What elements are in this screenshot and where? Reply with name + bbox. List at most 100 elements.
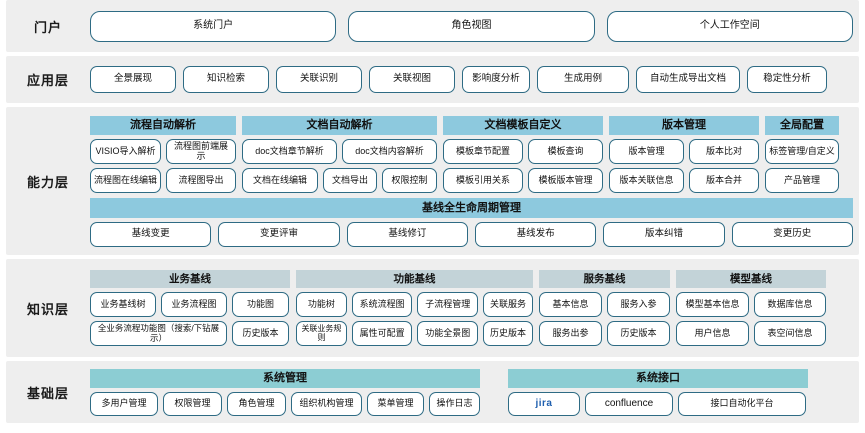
know-item-function-tree[interactable]: 功能树 (296, 292, 347, 317)
know-item-related-business-rule[interactable]: 关联业务规则 (296, 321, 347, 346)
group-header-global-config: 全局配置 (765, 115, 839, 135)
portal-item-2[interactable]: 个人工作空间 (606, 10, 853, 42)
layer-label-application: 应用层 (26, 73, 69, 88)
knowledge-groups: 业务基线 业务基线树 业务流程图 功能图 全业务流程功能图（搜索/下钻展示） 历… (90, 266, 859, 350)
know-item-system-flow-chart[interactable]: 系统流程图 (351, 292, 413, 317)
capability-group-process-parse: 流程自动解析 VISIO导入解析 流程图前端展示 流程图在线编辑 流程图导出 (90, 115, 236, 193)
infra-item-jira[interactable]: jira (508, 391, 580, 416)
infra-group-system-management: 系统管理 多用户管理 权限管理 角色管理 组织机构管理 菜单管理 操作日志 (90, 368, 480, 416)
knowledge-group-model-baseline: 模型基线 模型基本信息 数据库信息 用户信息 表空间信息 (676, 270, 826, 346)
layer-application: 应用层 全景展现 知识检索 关联识别 关联视图 影响度分析 生成用例 自动生成导… (6, 56, 859, 103)
infra-item-confluence[interactable]: confluence (585, 391, 673, 416)
lifecycle-item-2[interactable]: 基线修订 (346, 221, 468, 247)
know-item-tablespace-info[interactable]: 表空间信息 (754, 321, 826, 346)
cap-item-product-mgmt[interactable]: 产品管理 (765, 167, 839, 193)
layer-portal: 门户 系统门户 角色视图 个人工作空间 (6, 0, 859, 52)
app-item-2[interactable]: 关联识别 (276, 66, 362, 93)
app-item-0[interactable]: 全景展现 (90, 66, 176, 93)
group-header-service-baseline: 服务基线 (539, 270, 670, 288)
know-item-full-business-flow-function-chart[interactable]: 全业务流程功能图（搜索/下钻展示） (90, 321, 227, 346)
know-item-service-input-param[interactable]: 服务入参 (607, 292, 670, 317)
knowledge-group-business-baseline: 业务基线 业务基线树 业务流程图 功能图 全业务流程功能图（搜索/下钻展示） 历… (90, 270, 290, 346)
know-item-function-panorama[interactable]: 功能全景图 (417, 321, 479, 346)
lifecycle-item-3[interactable]: 基线发布 (474, 221, 597, 247)
cap-item-version-mgmt[interactable]: 版本管理 (609, 138, 684, 164)
baseline-lifecycle-block: 基线全生命周期管理 基线变更 变更评审 基线修订 基线发布 版本纠错 变更历史 (90, 197, 853, 247)
know-item-business-baseline-tree[interactable]: 业务基线树 (90, 292, 156, 317)
cap-item-template-version-mgmt[interactable]: 模板版本管理 (528, 167, 603, 193)
layer-label-infrastructure: 基础层 (26, 385, 69, 401)
infra-item-org-structure-mgmt[interactable]: 组织机构管理 (291, 391, 362, 416)
know-item-history-version-business[interactable]: 历史版本 (232, 321, 289, 346)
know-item-attribute-configurable[interactable]: 属性可配置 (351, 321, 413, 346)
cap-item-version-merge[interactable]: 版本合并 (689, 167, 759, 193)
cap-item-permission-control[interactable]: 权限控制 (382, 167, 437, 193)
cap-item-version-relation[interactable]: 版本关联信息 (609, 167, 684, 193)
portal-item-0[interactable]: 系统门户 (90, 10, 337, 42)
infra-item-permission-mgmt[interactable]: 权限管理 (163, 391, 222, 416)
know-item-service-basic-info[interactable]: 基本信息 (539, 292, 602, 317)
cap-item-template-reference[interactable]: 模板引用关系 (443, 167, 523, 193)
cap-item-doc-export[interactable]: 文档导出 (323, 167, 377, 193)
know-item-related-service[interactable]: 关联服务 (483, 292, 533, 317)
know-item-function-chart[interactable]: 功能图 (232, 292, 289, 317)
group-header-doc-parse: 文档自动解析 (242, 115, 437, 135)
portal-items: 系统门户 角色视图 个人工作空间 (90, 7, 859, 46)
know-item-history-version-service[interactable]: 历史版本 (607, 321, 670, 346)
layer-infrastructure: 基础层 系统管理 多用户管理 权限管理 角色管理 组织机构管理 菜单管理 操作日… (6, 361, 859, 423)
cap-item-template-query[interactable]: 模板查询 (528, 138, 603, 164)
layer-label-knowledge: 知识层 (26, 301, 69, 317)
cap-item-doc-online-edit[interactable]: 文档在线编辑 (242, 167, 318, 193)
lifecycle-item-1[interactable]: 变更评审 (218, 221, 340, 247)
infra-item-menu-mgmt[interactable]: 菜单管理 (367, 391, 424, 416)
know-item-model-basic-info[interactable]: 模型基本信息 (676, 292, 749, 317)
knowledge-group-function-baseline: 功能基线 功能树 系统流程图 子流程管理 关联服务 关联业务规则 属性可配置 功… (296, 270, 533, 346)
group-header-model-baseline: 模型基线 (676, 270, 826, 288)
group-header-doc-template: 文档模板自定义 (443, 115, 603, 135)
layer-label-portal: 门户 (33, 19, 62, 35)
cap-item-visio-import[interactable]: VISIO导入解析 (90, 138, 161, 164)
app-item-6[interactable]: 自动生成导出文档 (636, 66, 740, 93)
cap-item-template-chapter-config[interactable]: 模板章节配置 (443, 138, 523, 164)
infra-group-system-interface: 系统接口 jira confluence 接口自动化平台 (508, 368, 808, 416)
cap-item-doc-chapter-parse[interactable]: doc文档章节解析 (242, 138, 337, 164)
app-item-5[interactable]: 生成用例 (537, 66, 629, 93)
cap-item-flow-export[interactable]: 流程图导出 (166, 167, 236, 193)
cap-item-version-compare[interactable]: 版本比对 (689, 138, 759, 164)
group-header-business-baseline: 业务基线 (90, 270, 290, 288)
infra-item-multi-user-mgmt[interactable]: 多用户管理 (90, 391, 158, 416)
cap-item-doc-content-parse[interactable]: doc文档内容解析 (342, 138, 437, 164)
know-item-database-info[interactable]: 数据库信息 (754, 292, 826, 317)
app-item-7[interactable]: 稳定性分析 (747, 66, 827, 93)
know-item-service-output-param[interactable]: 服务出参 (539, 321, 602, 346)
lifecycle-item-5[interactable]: 变更历史 (731, 221, 853, 247)
capability-group-version: 版本管理 版本管理 版本比对 版本关联信息 版本合并 (609, 115, 759, 193)
capability-groups: 流程自动解析 VISIO导入解析 流程图前端展示 流程图在线编辑 流程图导出 (90, 115, 853, 193)
know-item-business-flow-chart[interactable]: 业务流程图 (161, 292, 227, 317)
cap-item-flow-frontend-display[interactable]: 流程图前端展示 (166, 138, 236, 164)
infra-item-interface-automation-platform[interactable]: 接口自动化平台 (678, 391, 806, 416)
lifecycle-item-0[interactable]: 基线变更 (90, 221, 212, 247)
capability-group-global-config: 全局配置 标签管理/自定义 产品管理 (765, 115, 839, 193)
app-item-1[interactable]: 知识检索 (183, 66, 269, 93)
layer-knowledge: 知识层 业务基线 业务基线树 业务流程图 功能图 全业务流程功能图（搜索/下钻展… (6, 259, 859, 357)
layer-label-capability: 能力层 (26, 174, 69, 190)
infra-item-role-mgmt[interactable]: 角色管理 (227, 391, 286, 416)
portal-item-1[interactable]: 角色视图 (348, 10, 595, 42)
group-header-version: 版本管理 (609, 115, 759, 135)
lifecycle-item-4[interactable]: 版本纠错 (603, 221, 725, 247)
infrastructure-groups: 系统管理 多用户管理 权限管理 角色管理 组织机构管理 菜单管理 操作日志 系统… (90, 365, 859, 420)
capability-group-doc-template: 文档模板自定义 模板章节配置 模板查询 模板引用关系 模板版本管理 (443, 115, 603, 193)
group-header-process-parse: 流程自动解析 (90, 115, 236, 135)
app-item-3[interactable]: 关联视图 (369, 66, 455, 93)
know-item-subflow-mgmt[interactable]: 子流程管理 (417, 292, 479, 317)
know-item-history-version-function[interactable]: 历史版本 (483, 321, 533, 346)
know-item-user-info[interactable]: 用户信息 (676, 321, 749, 346)
baseline-lifecycle-header: 基线全生命周期管理 (90, 197, 853, 218)
cap-item-flow-online-edit[interactable]: 流程图在线编辑 (90, 167, 161, 193)
application-items: 全景展现 知识检索 关联识别 关联视图 影响度分析 生成用例 自动生成导出文档 … (90, 62, 859, 97)
infra-item-operation-log[interactable]: 操作日志 (429, 391, 480, 416)
cap-item-tag-mgmt[interactable]: 标签管理/自定义 (765, 138, 839, 164)
app-item-4[interactable]: 影响度分析 (462, 66, 530, 93)
